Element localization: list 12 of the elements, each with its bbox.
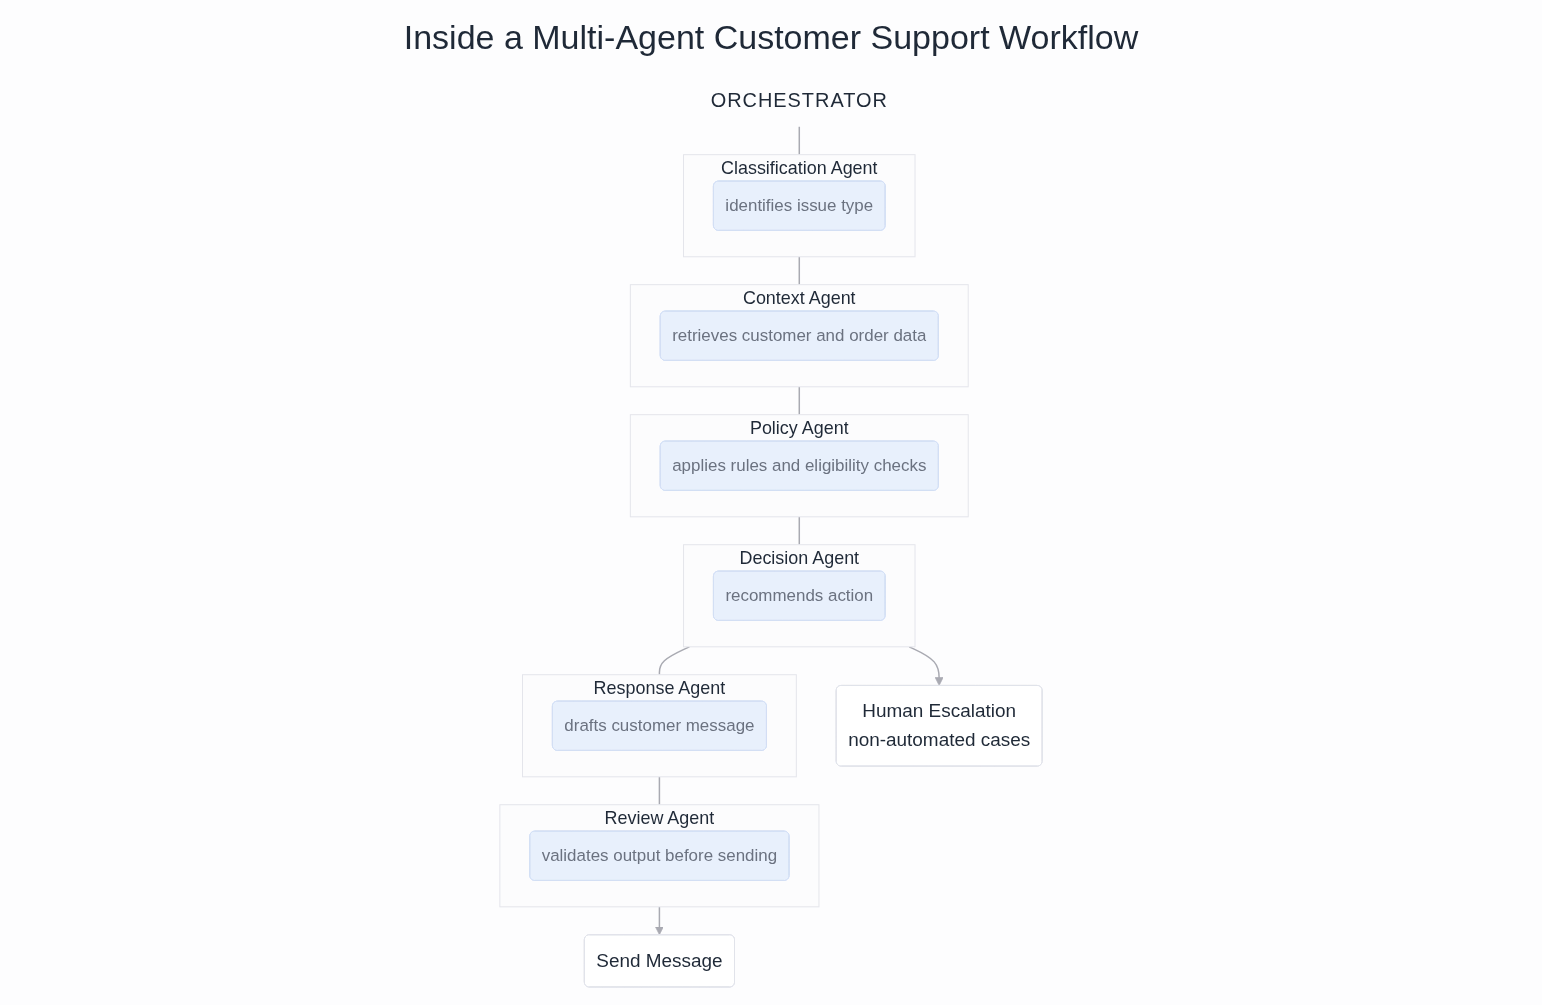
connector [798, 126, 801, 156]
node-text: Send Message [596, 949, 723, 971]
title: Inside a Multi-Agent Customer Support Workflow [403, 18, 1139, 57]
connector [798, 256, 801, 286]
node-text: Human Escalation non-automated cases [848, 700, 1031, 750]
connector [798, 386, 801, 416]
connector [658, 646, 691, 676]
arrow [908, 646, 944, 686]
connector [658, 776, 661, 806]
node-text: ORCHESTRATOR [710, 88, 888, 111]
connector [798, 516, 801, 546]
arrow [655, 906, 664, 936]
